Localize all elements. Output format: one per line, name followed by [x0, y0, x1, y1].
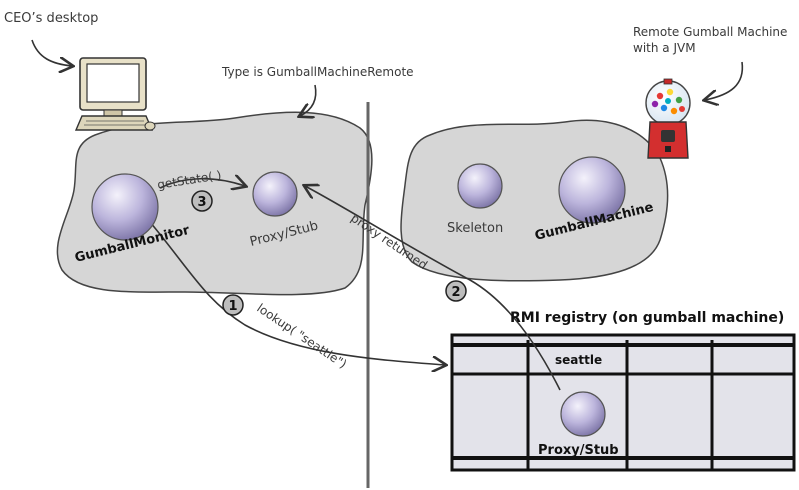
registry-entry-seattle: seattle — [555, 353, 602, 367]
gumball-monitor-sphere — [91, 173, 159, 241]
skeleton-label: Skeleton — [447, 221, 503, 236]
registry-proxy-sphere — [560, 391, 606, 437]
gumball-machine-icon — [645, 78, 691, 159]
remote-pointer-arrow — [705, 61, 744, 100]
client-jvm-blob — [56, 111, 373, 296]
computer-icon — [74, 57, 156, 131]
svg-text:1: 1 — [228, 299, 237, 314]
ceo-desktop-label: CEO’s desktop — [4, 11, 98, 26]
proxy-stub-sphere — [252, 171, 298, 217]
registry-title: RMI registry (on gumball machine) — [510, 310, 784, 326]
proxy-returned-arrow — [305, 186, 561, 391]
step-1-badge: 1 — [222, 294, 244, 316]
skeleton-sphere — [457, 163, 503, 209]
ceo-pointer-arrow — [31, 39, 72, 66]
type-note-label: Type is GumballMachineRemote — [221, 65, 414, 79]
gumball-machine-sphere — [558, 156, 626, 224]
remote-note-line2: with a JVM — [633, 41, 696, 55]
svg-text:3: 3 — [197, 195, 206, 210]
svg-text:2: 2 — [451, 285, 460, 300]
type-pointer-arrow — [300, 84, 317, 116]
registry-proxy-stub-label: Proxy/Stub — [538, 443, 619, 458]
remote-note-line1: Remote Gumball Machine — [633, 25, 787, 39]
step-2-badge: 2 — [445, 280, 467, 302]
server-jvm-blob — [400, 119, 669, 282]
step-3-badge: 3 — [191, 190, 213, 212]
get-state-arrow — [159, 179, 245, 188]
lookup-arrow — [149, 221, 445, 365]
rmi-registry-box — [450, 333, 796, 472]
